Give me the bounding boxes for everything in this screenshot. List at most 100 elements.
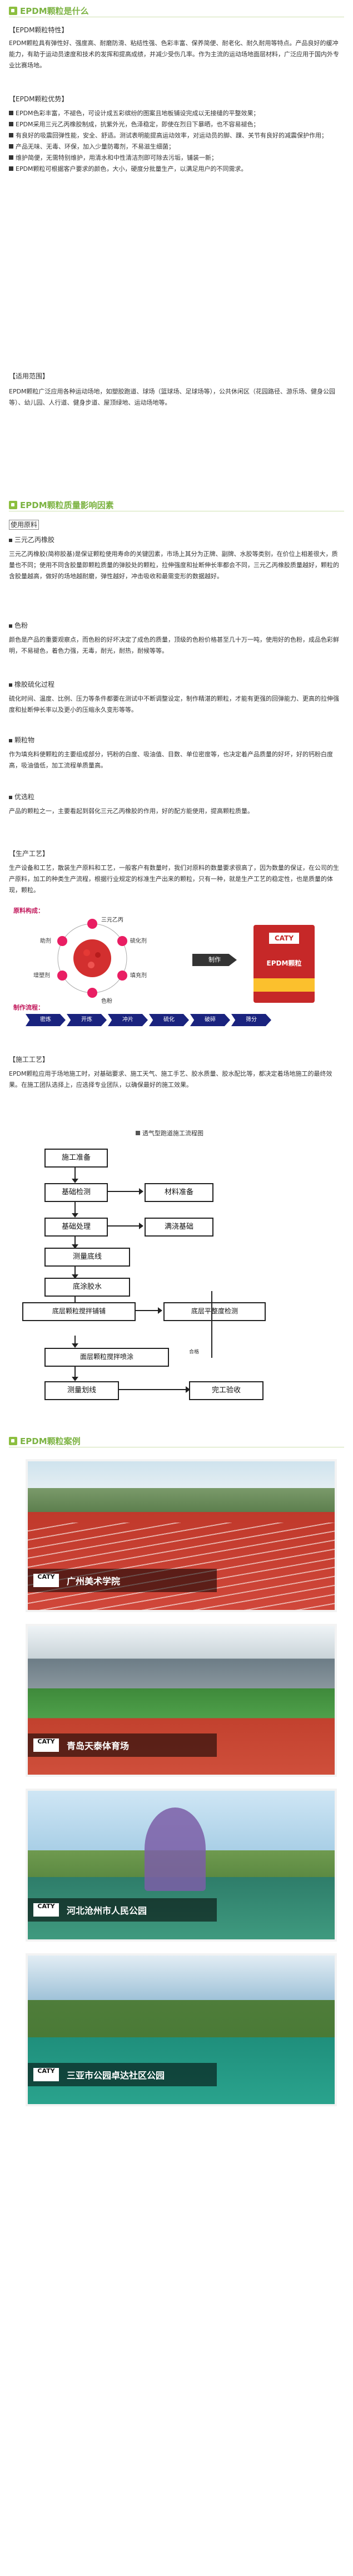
section-title: EPDM颗粒案例	[20, 1436, 81, 1446]
case-caption: CATY 广州美术学院	[28, 1569, 217, 1592]
flow-arrow	[72, 1168, 78, 1183]
flow-node: 基础检测	[44, 1183, 108, 1202]
ring-node	[117, 971, 127, 981]
label-scope: 【适用范围】	[9, 372, 49, 380]
advantages-list: EPDM色彩丰富，不褪色，可设计成五彩缤纷的图案且地板铺设完成以无接缝的平整效果…	[9, 108, 344, 175]
case-photo: CATY 青岛天泰体育场	[26, 1624, 337, 1777]
flow-note: 合格	[189, 1349, 200, 1355]
flow-arrow	[72, 1267, 78, 1279]
section-icon	[9, 501, 17, 509]
flow-check-line	[211, 1291, 212, 1358]
playground-structure	[145, 1807, 206, 1891]
advantage-item: 产品无味、无毒、环保，加入少量防霉剂，不易滋生细菌；	[9, 141, 344, 152]
flow-node: 基础处理	[44, 1218, 108, 1237]
case-name: 三亚市公园卓达社区公园	[67, 2070, 165, 2081]
label-usage: 使用原料	[9, 520, 39, 530]
flow-arrow	[72, 1202, 78, 1218]
materials-title: 原料构成：	[13, 907, 44, 914]
label-features: 【EPDM颗粒特性】	[9, 26, 68, 34]
ring-label: 色粉	[101, 997, 112, 1004]
case-caption: CATY 三亚市公园卓达社区公园	[28, 2063, 217, 2086]
ring-node	[87, 988, 97, 998]
process-step: 开炼	[67, 1014, 107, 1026]
process-title: 制作流程：	[13, 1004, 44, 1011]
bullet-icon	[9, 624, 12, 628]
ring-label: 硫化剂	[130, 937, 147, 944]
section-heading-what: EPDM颗粒是什么	[0, 6, 353, 18]
brand-logo: CATY	[33, 1738, 59, 1752]
label-production: 【生产工艺】	[9, 850, 49, 858]
label-size: 优选粒	[9, 792, 34, 801]
advantage-item: EPDM色彩丰富，不褪色，可设计成五彩缤纷的图案且地板铺设完成以无接缝的平整效果…	[9, 108, 344, 119]
production-text: 生产设备和工艺，散装生产原料和工艺，一般客户有数量时，我们对原料的数量要求很高了…	[9, 864, 339, 894]
brand-logo: CATY	[33, 1574, 59, 1587]
advantage-item: EPDM采用三元乙丙橡胶制成，抗紫外光，色泽稳定，即使在烈日下暴晒，也不容易褪色…	[9, 119, 344, 130]
size-text: 产品的颗粒之一，主要看起到弱化三元乙丙橡胶的作用，好的配方能使用，提高颗粒质量。	[9, 807, 253, 815]
label-color: 色粉	[9, 621, 28, 630]
bag-label: EPDM颗粒	[266, 959, 302, 967]
flow-node: 施工准备	[44, 1149, 108, 1168]
section-title: EPDM颗粒是什么	[20, 6, 89, 16]
ring-node	[57, 971, 67, 981]
bullet-icon	[9, 739, 12, 742]
production-diagram: 原料构成： 三元乙丙 硫化剂 填充剂 色粉 增塑剂 助剂 制作 CATY EPD…	[9, 903, 344, 1028]
flow-arrow	[72, 1367, 78, 1381]
process-step: 破碎	[190, 1014, 230, 1026]
flow-arrow	[119, 1386, 190, 1393]
section-icon	[9, 7, 17, 15]
ring-label: 助剂	[40, 937, 51, 944]
process-steps: 密炼 开炼 冲片 硫化 破碎 筛分	[26, 1014, 272, 1026]
label-particle: 颗粒物	[9, 736, 34, 745]
case-name: 广州美术学院	[67, 1576, 121, 1587]
case-caption: CATY 河北沧州市人民公园	[28, 1898, 217, 1922]
flow-node: 完工验收	[189, 1381, 263, 1400]
flow-connector	[74, 1297, 76, 1302]
process-step: 硫化	[149, 1014, 189, 1026]
label-advantages: 【EPDM颗粒优势】	[9, 95, 68, 103]
advantage-item: 有良好的吸震回弹性能，安全、舒适。测试表明能提高运动效率，对运动员的脚、踝、关节…	[9, 130, 344, 141]
features-text: EPDM颗粒具有弹性好、强度高、耐磨防滑、粘结性强、色彩丰富、保养简便、耐老化、…	[9, 40, 339, 69]
bullet-icon	[9, 796, 12, 799]
case-photo: CATY 三亚市公园卓达社区公园	[26, 1953, 337, 2106]
bullet-icon	[9, 122, 13, 126]
flow-node: 满浇基础	[145, 1218, 213, 1237]
section-heading-cases: EPDM颗粒案例	[0, 1436, 353, 1448]
particle-text: 作为填充料使颗粒的主要组成部分，钙粉的白度、吸油值、目数、单位密度等，也决定着产…	[9, 751, 333, 769]
advantage-item: 维护简便，无需特别维护，用清水和中性清洁剂即可除去污垢，铺装一新；	[9, 152, 344, 164]
ring-label: 填充剂	[130, 972, 147, 979]
bullet-icon	[9, 133, 13, 137]
bullet-icon	[9, 111, 13, 115]
make-label: 制作	[208, 956, 221, 963]
brand-logo: CATY	[33, 2068, 59, 2081]
flow-node: 测量底线	[44, 1248, 130, 1267]
flow-node: 面层颗粒搅拌喷涂	[44, 1348, 169, 1367]
case-name: 河北沧州市人民公园	[67, 1905, 147, 1916]
advantage-item: EPDM颗粒可根据客户要求的颜色，大小，硬度分批量生产，以满足用户的不同需求。	[9, 164, 344, 175]
track-lane-lines	[28, 1523, 335, 1610]
construction-text: EPDM颗粒应用于场地施工时，对基础要求、施工天气、施工手艺、胶水质量、胶水配比…	[9, 1070, 332, 1088]
flowchart: 施工准备 基础检测 材料准备 基础处理 满浇基础 测量底线 底涂胶水 底层颗粒搅…	[22, 1141, 334, 1336]
bullet-icon	[9, 166, 13, 171]
flow-arrow	[108, 1223, 143, 1229]
ring-node	[57, 936, 67, 946]
label-epdm: 三元乙丙橡胶	[9, 535, 54, 544]
flowchart-title: 透气型跑道施工流程图	[136, 1129, 203, 1137]
scope-text: EPDM颗粒广泛应用各种运动场地，如塑胶跑道、球场（篮球场、足球场等），公共休闲…	[9, 388, 336, 406]
ring-node	[87, 919, 97, 929]
flow-arrow	[136, 1307, 162, 1314]
vulcanize-text: 硫化时间、温度、比例、压力等条件都要在测试中不断调整设定，制作精湛的颗粒，才能有…	[9, 695, 339, 713]
flow-node: 测量划线	[44, 1381, 119, 1400]
process-step: 筛分	[231, 1014, 271, 1026]
bullet-icon	[9, 683, 12, 687]
brand-logo: CATY	[33, 1903, 59, 1917]
bullet-icon	[9, 539, 12, 542]
flow-node: 底涂胶水	[44, 1278, 130, 1297]
color-text: 颜色是产品的重要观察点，而色粉的好坏决定了成色的质量，顶级的色粉价格甚至几十万一…	[9, 636, 339, 654]
materials-ring: 三元乙丙 硫化剂 填充剂 色粉 增塑剂 助剂	[33, 917, 147, 1004]
flowchart-lower: 合格 面层颗粒搅拌喷涂 测量划线 完工验收	[22, 1291, 334, 1408]
granule-pile	[73, 939, 111, 977]
flow-node: 底层平整度检测	[163, 1302, 266, 1321]
ring-node	[117, 936, 127, 946]
flowchart-icon	[136, 1131, 140, 1135]
